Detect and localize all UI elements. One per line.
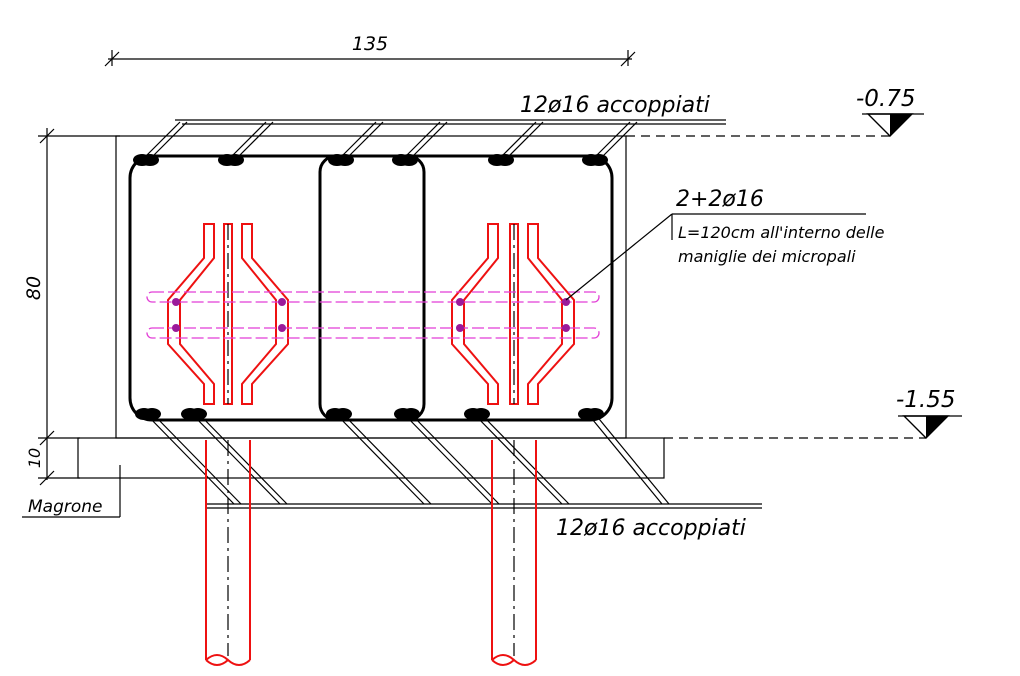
magrone-slab (77, 437, 665, 479)
concrete-cap-outline (115, 135, 627, 439)
middle-reinforcement-label: 2+2ø16 (676, 187, 764, 212)
elevation-bottom: -1.55 (664, 387, 962, 439)
middle-note-line1: L=120cm all'interno delle (678, 223, 885, 242)
micropile-right (451, 223, 575, 666)
top-reinforcement-label: 12ø16 accoppiati (520, 93, 710, 118)
elevation-top: -0.75 (626, 86, 924, 137)
bottom-bars (135, 408, 604, 420)
middle-note-line2: maniglie dei micropali (678, 247, 856, 266)
magrone-thickness-label: 10 (25, 448, 44, 468)
magrone-label: Magrone (28, 497, 103, 517)
middle-reinforcement-callout: 2+2ø16 L=120cm all'interno delle manigli… (565, 187, 885, 301)
middle-bars (146, 291, 600, 339)
width-dimension-label: 135 (352, 33, 388, 55)
elevation-bottom-label: -1.55 (896, 387, 956, 413)
magrone-callout: Magrone (22, 465, 121, 518)
outer-stirrup (128, 154, 614, 422)
height-dimension-label: 80 (23, 276, 45, 300)
bottom-reinforcement-label: 12ø16 accoppiati (556, 516, 746, 541)
top-reinforcement-callout: 12ø16 accoppiati (141, 93, 726, 161)
inner-stirrup (318, 154, 426, 422)
micropile-left (167, 223, 289, 666)
height-dimension: 80 10 (23, 128, 120, 486)
width-dimension: 135 (104, 33, 636, 67)
elevation-top-label: -0.75 (856, 86, 916, 112)
top-bars (133, 154, 608, 166)
bottom-reinforcement-callout: 12ø16 accoppiati (145, 413, 762, 541)
